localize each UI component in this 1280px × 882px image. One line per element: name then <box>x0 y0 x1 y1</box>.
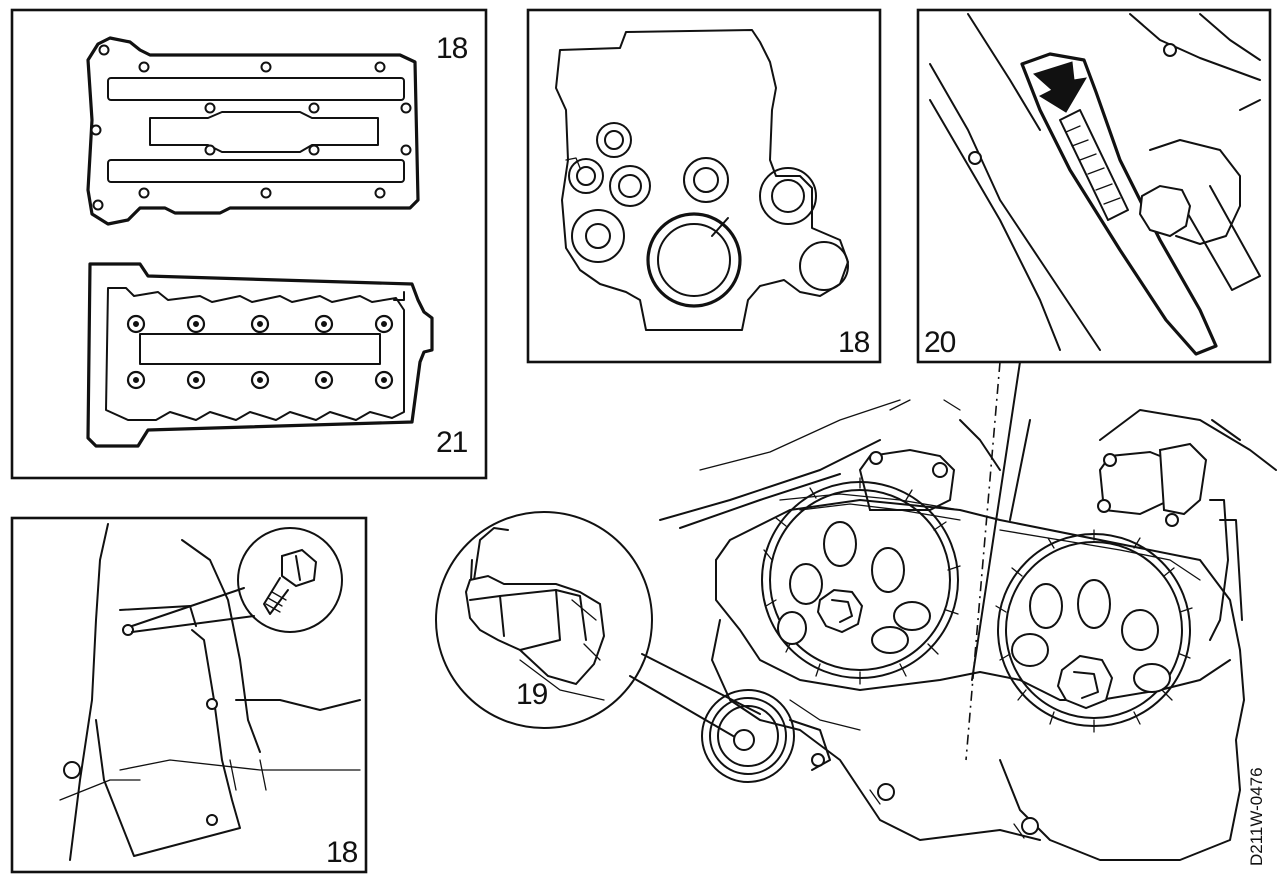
panel-cover-gaskets: 18 21 <box>10 8 488 480</box>
cylinder-head-gasket-outline <box>86 262 434 448</box>
timing-cover-seal-rings <box>568 122 849 308</box>
flange-bolt-icon <box>263 548 318 615</box>
panel-timing-cover: 18 <box>526 8 882 364</box>
tensioner-rail-guide <box>1020 52 1218 356</box>
panel-oil-pan-bracket: 18 <box>10 516 368 874</box>
camshaft-sprocket-left <box>761 477 961 685</box>
camshaft-cover-outline <box>86 36 420 226</box>
bolt-detail-circle <box>237 527 343 633</box>
engine-timing-assembly <box>659 361 1277 861</box>
camshaft-sprocket-right <box>995 529 1193 733</box>
callout-camshaft-sensor: 19 <box>435 511 761 741</box>
panel-label-20-rail: 20 <box>924 326 956 359</box>
arrow-indicator <box>1033 61 1087 113</box>
crankshaft-pulley <box>701 689 831 783</box>
head-bolt-holes <box>126 314 394 390</box>
panel-label-18-cover: 18 <box>436 32 468 65</box>
callout-label-19: 19 <box>516 678 548 711</box>
figure-code: D211W-0476 <box>1247 767 1266 866</box>
panel-label-21-gasket: 21 <box>436 426 468 459</box>
panel-chain-tensioner-rail: 20 <box>916 8 1272 364</box>
panel-label-18-timing-cover: 18 <box>838 326 870 359</box>
cover-bolt-holes-upper <box>90 44 412 211</box>
timing-cover-outline <box>555 29 849 331</box>
panel-label-18-bracket: 18 <box>326 836 358 869</box>
